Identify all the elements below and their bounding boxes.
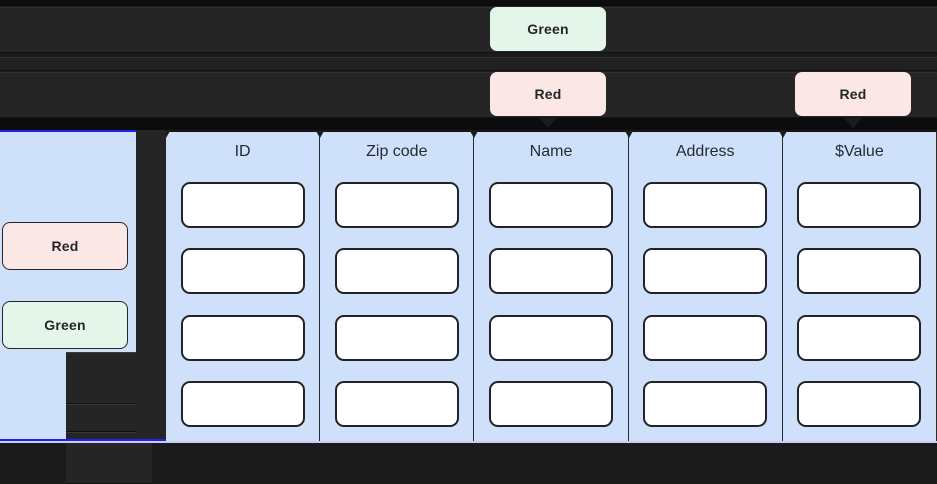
table-cell[interactable] bbox=[489, 314, 613, 361]
table-column-name: Name bbox=[470, 131, 628, 441]
panel-table-divider bbox=[136, 130, 166, 441]
table-cell[interactable] bbox=[180, 248, 305, 295]
table-cell[interactable] bbox=[489, 248, 613, 295]
table-cell[interactable] bbox=[334, 182, 459, 229]
column-header: $Value bbox=[835, 143, 884, 160]
column-header: Address bbox=[675, 143, 735, 160]
bottom-strip bbox=[0, 441, 937, 443]
left-panel bbox=[0, 130, 152, 484]
column-cells bbox=[783, 172, 936, 441]
top-edge-sliver bbox=[0, 0, 937, 6]
column-tick-icon bbox=[624, 131, 633, 138]
column-tick-icon bbox=[316, 131, 325, 138]
column-tick-icon bbox=[470, 131, 479, 138]
callout-arrow-value bbox=[844, 118, 862, 128]
column-header: ID bbox=[234, 143, 251, 160]
callout-red-value[interactable]: Red bbox=[794, 71, 912, 117]
column-tick-icon bbox=[778, 131, 787, 138]
table-cell[interactable] bbox=[797, 314, 922, 361]
table-column-zip-code: Zip code bbox=[316, 131, 474, 441]
table-cell[interactable] bbox=[643, 182, 768, 229]
table-cell[interactable] bbox=[643, 248, 768, 295]
table-cell[interactable] bbox=[643, 314, 768, 361]
data-table: ID Zip code Name Address $Value bbox=[162, 131, 937, 441]
table-cell[interactable] bbox=[334, 380, 459, 427]
column-cells bbox=[320, 172, 473, 441]
column-header: Name bbox=[529, 143, 573, 160]
table-cell[interactable] bbox=[180, 380, 305, 427]
table-cell[interactable] bbox=[797, 182, 922, 229]
table-cell[interactable] bbox=[643, 380, 768, 427]
toolbar-row-separator bbox=[0, 57, 937, 71]
table-cell[interactable] bbox=[180, 314, 305, 361]
table-column-address: Address bbox=[624, 131, 782, 441]
sidebar-badge-red[interactable]: Red bbox=[2, 222, 128, 270]
table-cell[interactable] bbox=[489, 182, 613, 229]
table-cell[interactable] bbox=[797, 380, 922, 427]
table-column-value: $Value bbox=[778, 131, 937, 441]
toolbar-bottom-gap bbox=[0, 118, 937, 130]
callout-red-name[interactable]: Red bbox=[489, 71, 607, 117]
column-cells bbox=[629, 172, 782, 441]
toolbar-row-2 bbox=[0, 72, 937, 118]
table-cell[interactable] bbox=[334, 314, 459, 361]
sidebar-badge-green[interactable]: Green bbox=[2, 301, 128, 349]
toolbar-row-1 bbox=[0, 7, 937, 53]
panel-bottom-rule bbox=[0, 439, 166, 441]
table-cell[interactable] bbox=[334, 248, 459, 295]
column-header: Zip code bbox=[366, 143, 428, 160]
column-cells bbox=[166, 172, 319, 441]
table-cell[interactable] bbox=[489, 380, 613, 427]
column-cells bbox=[474, 172, 627, 441]
table-cell[interactable] bbox=[180, 182, 305, 229]
callout-arrow-name bbox=[539, 118, 557, 128]
table-column-id: ID bbox=[162, 131, 320, 441]
column-tick-icon bbox=[162, 131, 170, 138]
callout-green-name[interactable]: Green bbox=[489, 6, 607, 52]
table-cell[interactable] bbox=[797, 248, 922, 295]
